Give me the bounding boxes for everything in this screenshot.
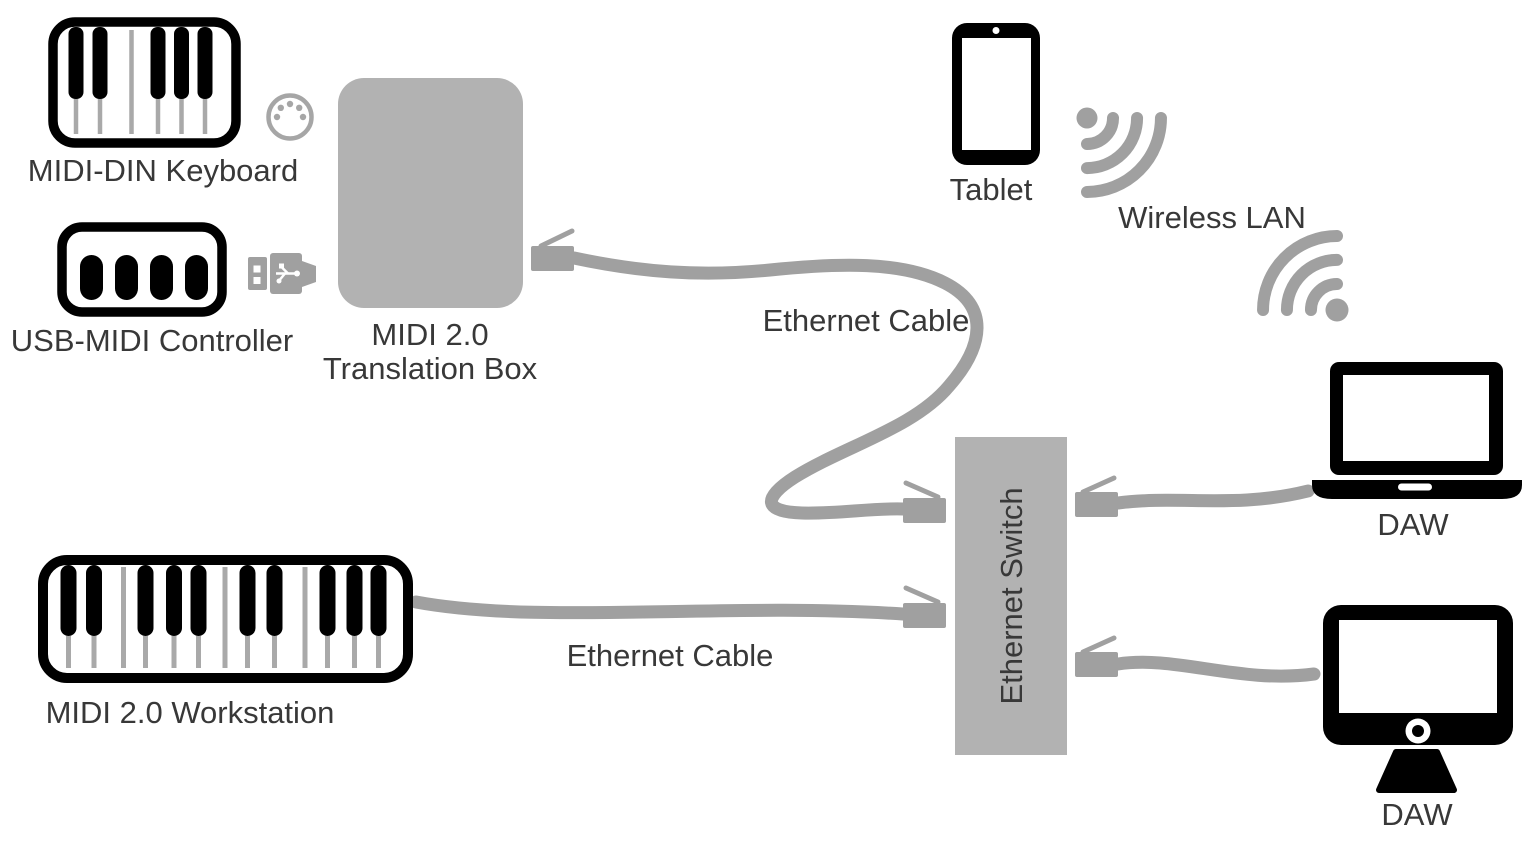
din-pin xyxy=(286,100,294,108)
black-key xyxy=(150,27,166,99)
usb-metal-end xyxy=(248,257,267,290)
desktop-monitor-icon xyxy=(1323,605,1513,793)
rj45-latch xyxy=(1080,475,1117,495)
wifi-arc-medium xyxy=(1280,253,1343,316)
black-key xyxy=(166,565,182,636)
usb-plug-icon xyxy=(248,253,316,294)
ethernet-cable-straight xyxy=(409,595,910,621)
ethernet-cable-s-curve xyxy=(567,251,984,520)
monitor-button-inner xyxy=(1412,725,1424,737)
usb-tip xyxy=(302,261,316,287)
black-key xyxy=(137,565,154,636)
laptop-trackpad-notch xyxy=(1398,483,1432,491)
wifi-icon-lan xyxy=(1257,230,1349,322)
trident-branch xyxy=(279,272,286,281)
wifi-arc-medium xyxy=(1081,112,1144,175)
laptop-screen xyxy=(1343,375,1489,461)
cable-switch-to-laptop xyxy=(1111,484,1315,510)
ethernet-switch xyxy=(955,437,1067,755)
translation-box-label-line2: Translation Box xyxy=(323,351,538,386)
tablet-icon xyxy=(952,23,1040,165)
rj45-latch xyxy=(538,228,575,249)
wifi-dot xyxy=(1076,107,1098,129)
trident-square xyxy=(279,263,284,269)
black-key xyxy=(266,565,283,636)
rj45-body xyxy=(1075,652,1118,677)
controller-pad xyxy=(80,255,103,300)
cable-switch-to-desktop xyxy=(1111,655,1321,683)
monitor-stand xyxy=(1376,749,1457,793)
midi-din-keyboard-label: MIDI-DIN Keyboard xyxy=(28,153,298,188)
black-key xyxy=(174,27,189,99)
daw-laptop-label: DAW xyxy=(1377,507,1449,542)
wifi-arc-small xyxy=(1081,112,1120,151)
controller-pad xyxy=(150,255,173,300)
daw-desktop-label: DAW xyxy=(1381,797,1453,832)
black-key xyxy=(370,565,387,636)
black-key xyxy=(60,565,77,636)
rj45-plug-switch-right-bottom xyxy=(1075,635,1118,677)
tablet-camera xyxy=(992,27,1000,34)
black-key xyxy=(92,27,108,99)
rj45-plug-translation-box xyxy=(531,228,575,271)
rj45-body xyxy=(903,603,946,628)
wifi-arc-small xyxy=(1304,277,1343,316)
controller-pad xyxy=(185,255,208,300)
midi-workstation-icon xyxy=(38,555,413,683)
black-key xyxy=(197,27,213,99)
midi-din-plug-icon xyxy=(266,93,314,141)
din-pin xyxy=(299,113,307,121)
tablet-label: Tablet xyxy=(950,172,1033,207)
rj45-body xyxy=(1075,492,1118,517)
usb-contact xyxy=(253,277,261,284)
rj45-body xyxy=(903,498,946,523)
cable-box-to-switch xyxy=(567,251,984,520)
midi-din-keyboard-icon xyxy=(48,17,241,148)
black-key xyxy=(346,565,363,636)
pad-controller-icon xyxy=(57,222,227,317)
wifi-arc-large xyxy=(1081,112,1167,198)
rj45-latch xyxy=(903,480,941,500)
rj45-latch xyxy=(1080,635,1117,655)
monitor-screen xyxy=(1339,620,1497,713)
ethernet-cable-desktop xyxy=(1111,655,1321,683)
midi-workstation-label: MIDI 2.0 Workstation xyxy=(46,695,335,730)
ethernet-cable-label-top: Ethernet Cable xyxy=(763,303,970,338)
usb-midi-controller-label: USB-MIDI Controller xyxy=(11,323,294,358)
black-key xyxy=(319,565,336,636)
translation-box-label-line1: MIDI 2.0 xyxy=(371,317,488,352)
din-ring xyxy=(266,93,314,141)
black-key xyxy=(86,565,102,636)
ethernet-cable-label-bottom: Ethernet Cable xyxy=(567,638,774,673)
trident-circle xyxy=(276,278,282,284)
controller-pad xyxy=(115,255,138,300)
usb-trident-symbol xyxy=(276,263,300,284)
din-pin xyxy=(273,113,281,121)
rj45-plug-switch-left-top xyxy=(903,480,946,523)
black-key xyxy=(68,27,84,99)
cable-workstation-to-switch xyxy=(409,595,910,621)
wireless-lan-label: Wireless LAN xyxy=(1118,200,1306,235)
rj45-plug-switch-left-bottom xyxy=(903,585,946,628)
din-pin xyxy=(277,104,284,112)
tablet-screen xyxy=(962,38,1031,150)
wifi-dot xyxy=(1325,298,1349,322)
wifi-arc-large xyxy=(1257,230,1343,316)
din-pin xyxy=(296,104,303,112)
laptop-icon xyxy=(1312,362,1522,499)
black-key xyxy=(239,565,256,636)
ethernet-switch-label: Ethernet Switch xyxy=(994,487,1029,704)
usb-contact xyxy=(253,265,261,273)
translation-box xyxy=(338,78,523,308)
trident-head xyxy=(294,270,300,277)
black-key xyxy=(190,565,207,636)
rj45-body xyxy=(531,246,574,271)
ethernet-cable-laptop xyxy=(1111,484,1315,510)
rj45-plug-switch-right-top xyxy=(1075,475,1118,517)
rj45-latch xyxy=(903,585,941,605)
wifi-icon-tablet xyxy=(1076,107,1167,198)
